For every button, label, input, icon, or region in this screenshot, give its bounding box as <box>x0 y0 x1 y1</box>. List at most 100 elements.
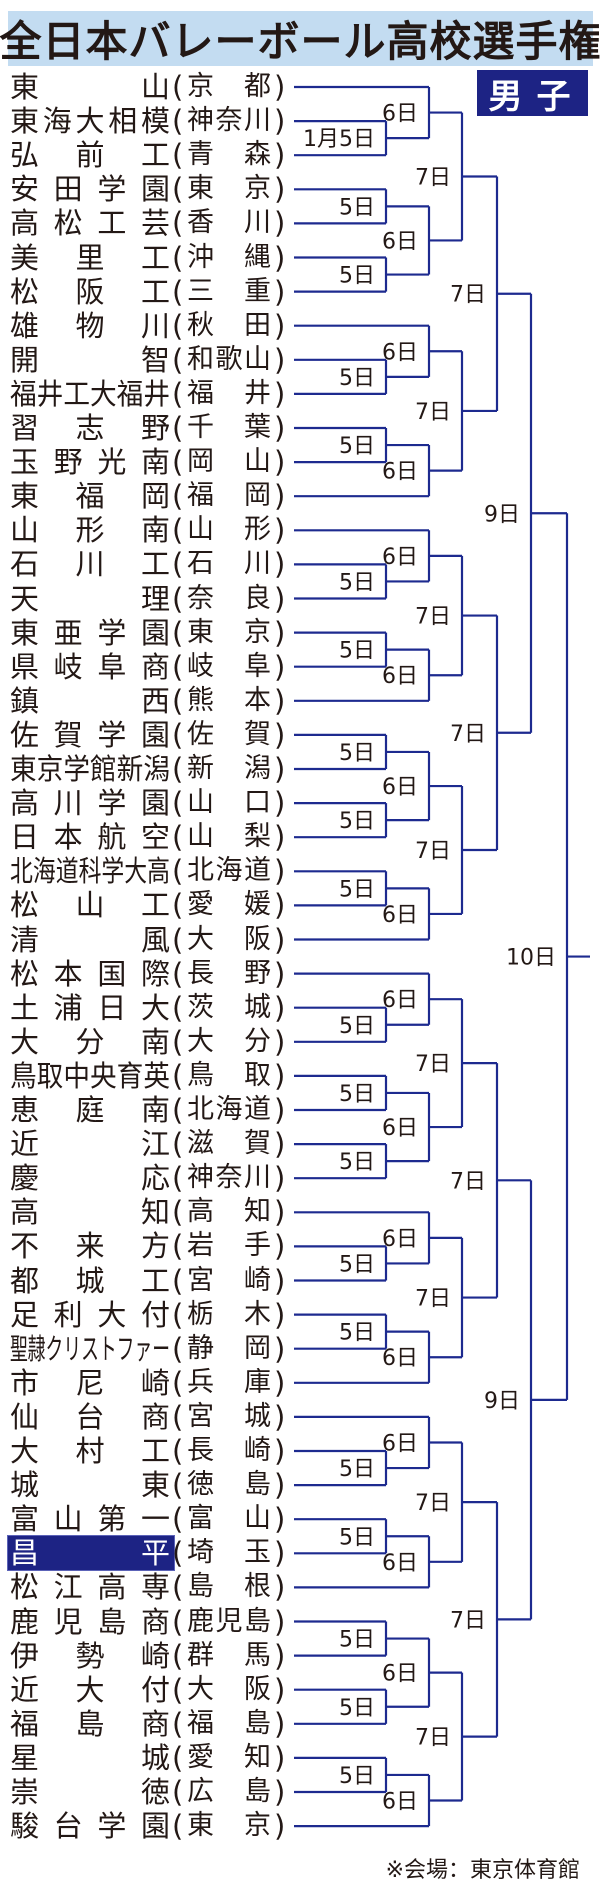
match-date-label: 5日 <box>339 639 375 664</box>
paren-open: ( <box>172 513 184 548</box>
paren-open: ( <box>172 376 184 411</box>
school-name: 佐賀学園 <box>10 717 170 752</box>
paren-open: ( <box>172 1058 184 1093</box>
match-date-label: 7日 <box>415 1287 451 1312</box>
paren-close: ) <box>274 1365 286 1400</box>
paren-open: ( <box>172 445 184 480</box>
paren-close: ) <box>274 1672 286 1707</box>
team-row: 近江(滋賀) <box>0 1127 292 1161</box>
division-badge: 男子 <box>477 70 588 117</box>
match-date-label: 5日 <box>339 1525 375 1550</box>
match-date-label: 7日 <box>450 722 486 747</box>
page-title: 全日本バレーボール高校選手権 <box>0 17 600 66</box>
prefecture: 新潟 <box>187 753 271 784</box>
team-row: 昌平(埼玉) <box>0 1535 292 1572</box>
school-cell: 仙台商 <box>8 1400 174 1434</box>
prefecture: 山形 <box>187 514 271 546</box>
team-row: 開智(和歌山) <box>0 343 292 377</box>
paren-close: ) <box>274 1161 286 1196</box>
school-cell: 近江 <box>8 1127 174 1161</box>
paren-open: ( <box>172 581 184 616</box>
paren-close: ) <box>274 1809 286 1844</box>
paren-open: ( <box>172 888 184 923</box>
prefecture: 大阪 <box>187 923 271 955</box>
prefecture: 神奈川 <box>187 1162 271 1194</box>
paren-close: ) <box>274 138 286 173</box>
match-date-label: 6日 <box>382 1116 418 1141</box>
prefecture: 山口 <box>187 787 271 819</box>
paren-open: ( <box>172 104 184 139</box>
prefecture: 秋田 <box>187 309 271 341</box>
team-row: 雄物川(秋田) <box>0 309 292 343</box>
team-row: 美里工(沖縄) <box>0 241 292 275</box>
paren-close: ) <box>274 820 286 855</box>
paren-open: ( <box>172 1536 184 1571</box>
paren-close: ) <box>274 1024 286 1059</box>
school-cell: 松阪工 <box>8 275 174 309</box>
match-date-label: 5日 <box>339 1252 375 1277</box>
team-row: 大村工(長崎) <box>0 1434 292 1468</box>
prefecture: 宮城 <box>187 1400 271 1432</box>
paren-open: ( <box>172 1161 184 1196</box>
paren-open: ( <box>172 1570 184 1605</box>
paren-open: ( <box>172 649 184 684</box>
prefecture: 青森 <box>187 139 271 171</box>
school-cell: 天理 <box>8 582 174 616</box>
match-date-label: 6日 <box>382 545 418 570</box>
paren-close: ) <box>274 445 286 480</box>
paren-close: ) <box>274 547 286 582</box>
school-name: 安田学園 <box>10 172 170 207</box>
match-date-label: 6日 <box>382 229 418 254</box>
match-date-label: 6日 <box>382 1551 418 1576</box>
match-date-label: 7日 <box>415 1491 451 1516</box>
paren-open: ( <box>172 411 184 445</box>
match-date-label: 5日 <box>339 1014 375 1039</box>
paren-close: ) <box>274 1740 286 1775</box>
team-row: 恵庭南(北海道) <box>0 1093 292 1127</box>
prefecture: 静岡 <box>187 1332 271 1364</box>
prefecture: 東京 <box>187 1810 271 1842</box>
match-date-label: 5日 <box>339 264 375 289</box>
team-row: 天理(奈良) <box>0 582 292 616</box>
school-name: 玉野光南 <box>10 445 170 480</box>
team-row: 県岐阜商(岐阜) <box>0 650 292 684</box>
school-name: 福井工大福井 <box>10 376 171 411</box>
paren-close: ) <box>274 1468 286 1503</box>
match-date-label: 5日 <box>339 877 375 902</box>
match-date-label: 5日 <box>339 1628 375 1653</box>
team-row: 東山(京都) <box>0 70 292 104</box>
team-row: 慶応(神奈川) <box>0 1161 292 1195</box>
prefecture: 岐阜 <box>187 650 271 682</box>
paren-open: ( <box>172 1809 184 1844</box>
paren-close: ) <box>274 479 286 514</box>
school-name: 松本国際 <box>10 956 170 991</box>
school-cell: 高知 <box>8 1195 174 1229</box>
school-cell: 福井工大福井 <box>8 377 174 411</box>
paren-close: ) <box>274 717 286 752</box>
paren-close: ) <box>274 1127 286 1162</box>
paren-open: ( <box>172 1775 184 1809</box>
school-name: 東京学館新潟 <box>10 752 171 786</box>
school-cell: 習志野 <box>8 411 174 445</box>
match-date-label: 5日 <box>339 1321 375 1346</box>
school-name: 開智 <box>10 342 170 377</box>
prefecture: 埼玉 <box>187 1537 271 1569</box>
school-cell: 土浦日大 <box>8 991 174 1025</box>
school-cell: 石川工 <box>8 547 174 581</box>
paren-close: ) <box>274 1399 286 1434</box>
school-name: 恵庭南 <box>10 1093 170 1127</box>
team-row: 東京学館新潟(新潟) <box>0 752 292 786</box>
school-cell: 都城工 <box>8 1264 174 1298</box>
match-date-label: 6日 <box>382 664 418 689</box>
team-row: 安田学園(東京) <box>0 172 292 206</box>
paren-close: ) <box>274 581 286 616</box>
school-name: 大村工 <box>10 1434 170 1468</box>
school-name: 近大付 <box>10 1672 170 1707</box>
school-name: 近江 <box>10 1127 170 1162</box>
school-cell: 高松工芸 <box>8 206 174 240</box>
prefecture: 三重 <box>187 275 271 307</box>
school-cell: 足利大付 <box>8 1298 174 1332</box>
match-date-label: 7日 <box>415 605 451 630</box>
school-cell: 鹿児島商 <box>8 1605 174 1639</box>
school-name: 市尼崎 <box>10 1365 170 1400</box>
